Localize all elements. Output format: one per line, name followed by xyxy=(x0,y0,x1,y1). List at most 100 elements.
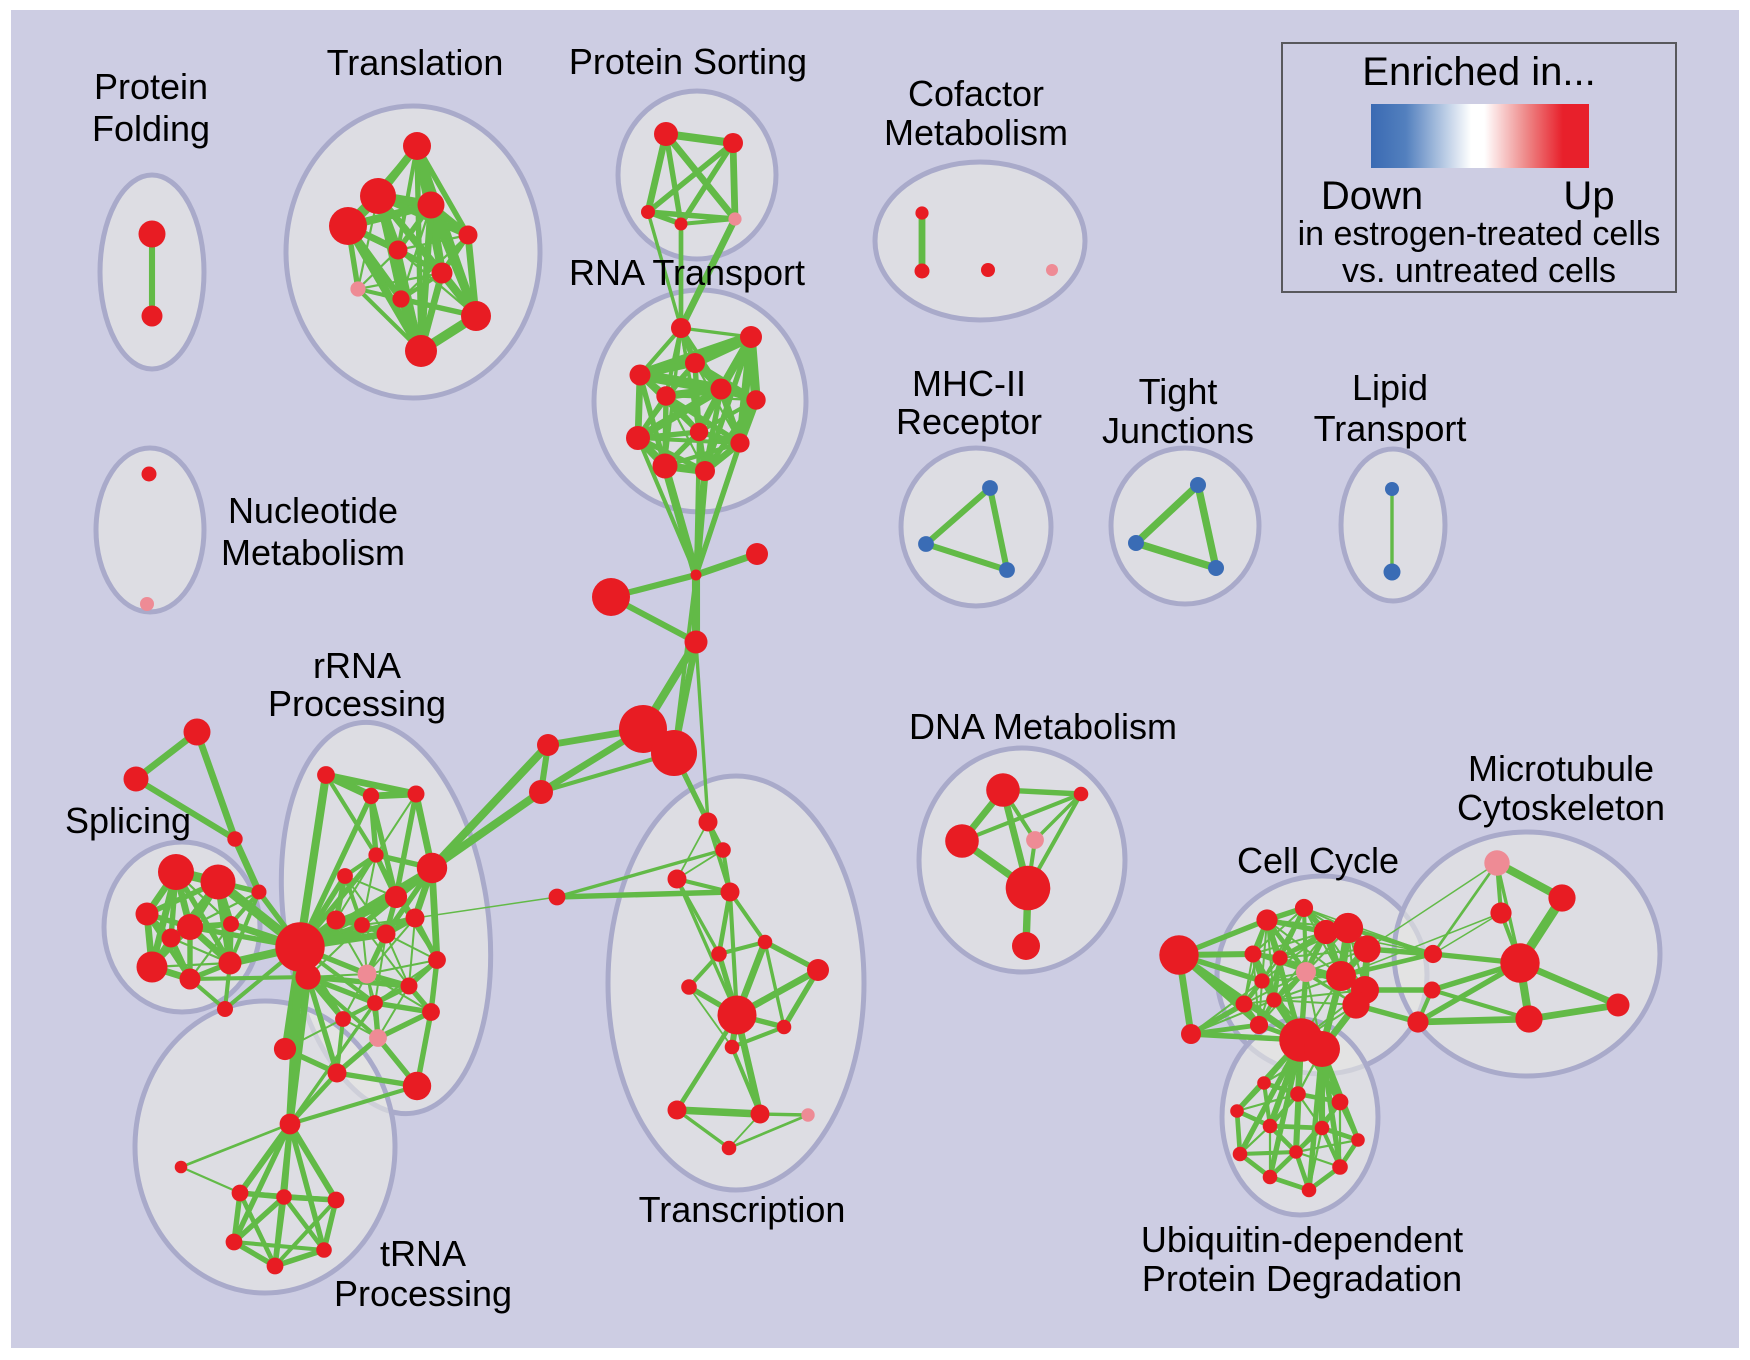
edge-rr4-rr9 xyxy=(361,854,377,926)
node-tn1 xyxy=(174,1160,188,1174)
node-ub3 xyxy=(1331,1093,1349,1111)
edge-mh1-mh2 xyxy=(922,484,994,548)
node-sp5 xyxy=(537,734,559,756)
node-cm2 xyxy=(914,263,930,279)
node-rt11 xyxy=(652,453,678,479)
node-ub8 xyxy=(1232,1146,1248,1162)
cluster-label-transcription: Transcription xyxy=(639,1189,846,1230)
node-tc5 xyxy=(757,934,773,950)
node-rt1 xyxy=(671,318,691,338)
edge-dm2-dm4 xyxy=(1033,792,1083,842)
node-sp3 xyxy=(592,578,630,616)
node-rr5 xyxy=(416,852,448,884)
cluster-label-ubiquitin-degradation-line2: Protein Degradation xyxy=(1142,1258,1462,1299)
edge-tcx-tc4 xyxy=(554,889,733,900)
node-ub5 xyxy=(1262,1118,1278,1134)
node-ps2 xyxy=(723,133,743,153)
node-rr21 xyxy=(402,1071,432,1101)
node-cc6 xyxy=(1332,912,1364,944)
node-mc3 xyxy=(1407,1011,1429,1033)
node-tc9 xyxy=(717,995,757,1035)
node-rr6 xyxy=(337,868,353,884)
node-cch2 xyxy=(1304,1031,1340,1067)
edge-rr1-rrh xyxy=(295,770,331,952)
node-cm3 xyxy=(981,263,995,277)
node-rr16 xyxy=(422,1003,440,1021)
node-mt3 xyxy=(1490,902,1512,924)
edge-mt1-mc1 xyxy=(1431,861,1499,956)
edge-t7-t8 xyxy=(356,271,444,291)
edge-ps2-ps3 xyxy=(645,140,736,215)
edge-tc12-tc15 xyxy=(675,1108,731,1150)
node-rrh xyxy=(275,922,325,972)
edge-tn3-tn6 xyxy=(272,1194,287,1269)
node-tn0 xyxy=(279,1113,301,1135)
edge-cc8-cc11 xyxy=(1243,971,1307,1005)
node-mt6 xyxy=(1606,993,1630,1017)
edge-cc9-cc16 xyxy=(1190,980,1263,1035)
cluster-label-translation: Translation xyxy=(327,42,504,83)
node-rr17 xyxy=(369,1029,387,1047)
edge-rr11-rr14 xyxy=(408,917,416,987)
edge-rt10-rt11 xyxy=(662,440,743,469)
edge-tc15-tc14 xyxy=(727,1113,810,1150)
edge-tn6-tn7 xyxy=(272,1247,327,1269)
edge-tn4-tn6 xyxy=(272,1197,339,1269)
edge-sp4-tc1 xyxy=(694,640,710,824)
edge-cc11-cc16 xyxy=(1188,1001,1247,1037)
node-tc2 xyxy=(715,842,731,858)
edge-ps3-ps5 xyxy=(645,209,738,222)
node-dm4 xyxy=(1026,831,1044,849)
edge-t3-t9 xyxy=(399,203,433,301)
edge-rt7-rt12 xyxy=(702,397,759,474)
node-sl10 xyxy=(217,1001,233,1017)
legend-box: Enriched in... Down Up in estrogen-treat… xyxy=(1281,42,1677,293)
edge-tn0-rr15 xyxy=(288,1001,377,1126)
node-rr13 xyxy=(428,951,446,969)
legend-title: Enriched in... xyxy=(1362,50,1596,94)
node-rt5 xyxy=(710,378,732,400)
node-cc0 xyxy=(1159,935,1199,975)
node-tn7 xyxy=(316,1242,332,1258)
edge-mt5-mc2 xyxy=(1429,987,1532,1022)
edge-cc2-cc3 xyxy=(1252,907,1305,955)
node-cc12 xyxy=(1326,961,1356,991)
cluster-ellipse-cofactor-metabolism xyxy=(872,159,1088,323)
edge-cc5-cc9 xyxy=(1261,931,1327,982)
edge-cc10-cc16 xyxy=(1190,999,1275,1035)
cluster-label-ubiquitin-degradation-line1: Ubiquitin-dependent xyxy=(1141,1219,1463,1260)
node-sp6 xyxy=(529,780,553,804)
edge-cc2-cc8 xyxy=(1301,905,1309,975)
node-sp1 xyxy=(690,569,702,581)
node-cm1 xyxy=(915,206,929,220)
edge-tn3-tn5 xyxy=(231,1194,287,1245)
edge-t6-t10 xyxy=(396,248,478,318)
edge-tn2-tn6 xyxy=(237,1190,278,1269)
node-rr8 xyxy=(326,910,346,930)
node-cc10 xyxy=(1266,992,1282,1008)
node-sl7 xyxy=(136,951,168,983)
node-sx3 xyxy=(227,831,243,847)
legend-down-label: Down xyxy=(1320,173,1424,218)
edge-mt3-cc12 xyxy=(1340,912,1502,977)
edge-ps1-ps5 xyxy=(662,130,739,223)
edge-ps5-rt1 xyxy=(677,215,739,332)
edge-tc5-tc6 xyxy=(716,939,768,957)
node-t7 xyxy=(431,262,453,284)
edge-tc12-tc13 xyxy=(673,1106,764,1118)
node-cm4 xyxy=(1046,264,1058,276)
node-sl0 xyxy=(251,884,267,900)
cluster-label-cofactor-metabolism-line1: Cofactor xyxy=(908,73,1044,114)
node-rr12 xyxy=(357,964,377,984)
cluster-label-trna-processing-line1: tRNA xyxy=(380,1233,466,1274)
edge-tcx-rr11 xyxy=(414,896,558,919)
edge-sx3-sl0 xyxy=(231,835,263,896)
node-nm1 xyxy=(141,466,157,482)
node-mh1 xyxy=(982,480,998,496)
node-dm3 xyxy=(945,824,979,858)
cluster-label-tight-junctions-line1: Tight xyxy=(1139,371,1218,412)
node-rr11 xyxy=(405,908,425,928)
edge-mt5-mc3 xyxy=(1414,1015,1533,1026)
node-cc9 xyxy=(1254,973,1270,989)
